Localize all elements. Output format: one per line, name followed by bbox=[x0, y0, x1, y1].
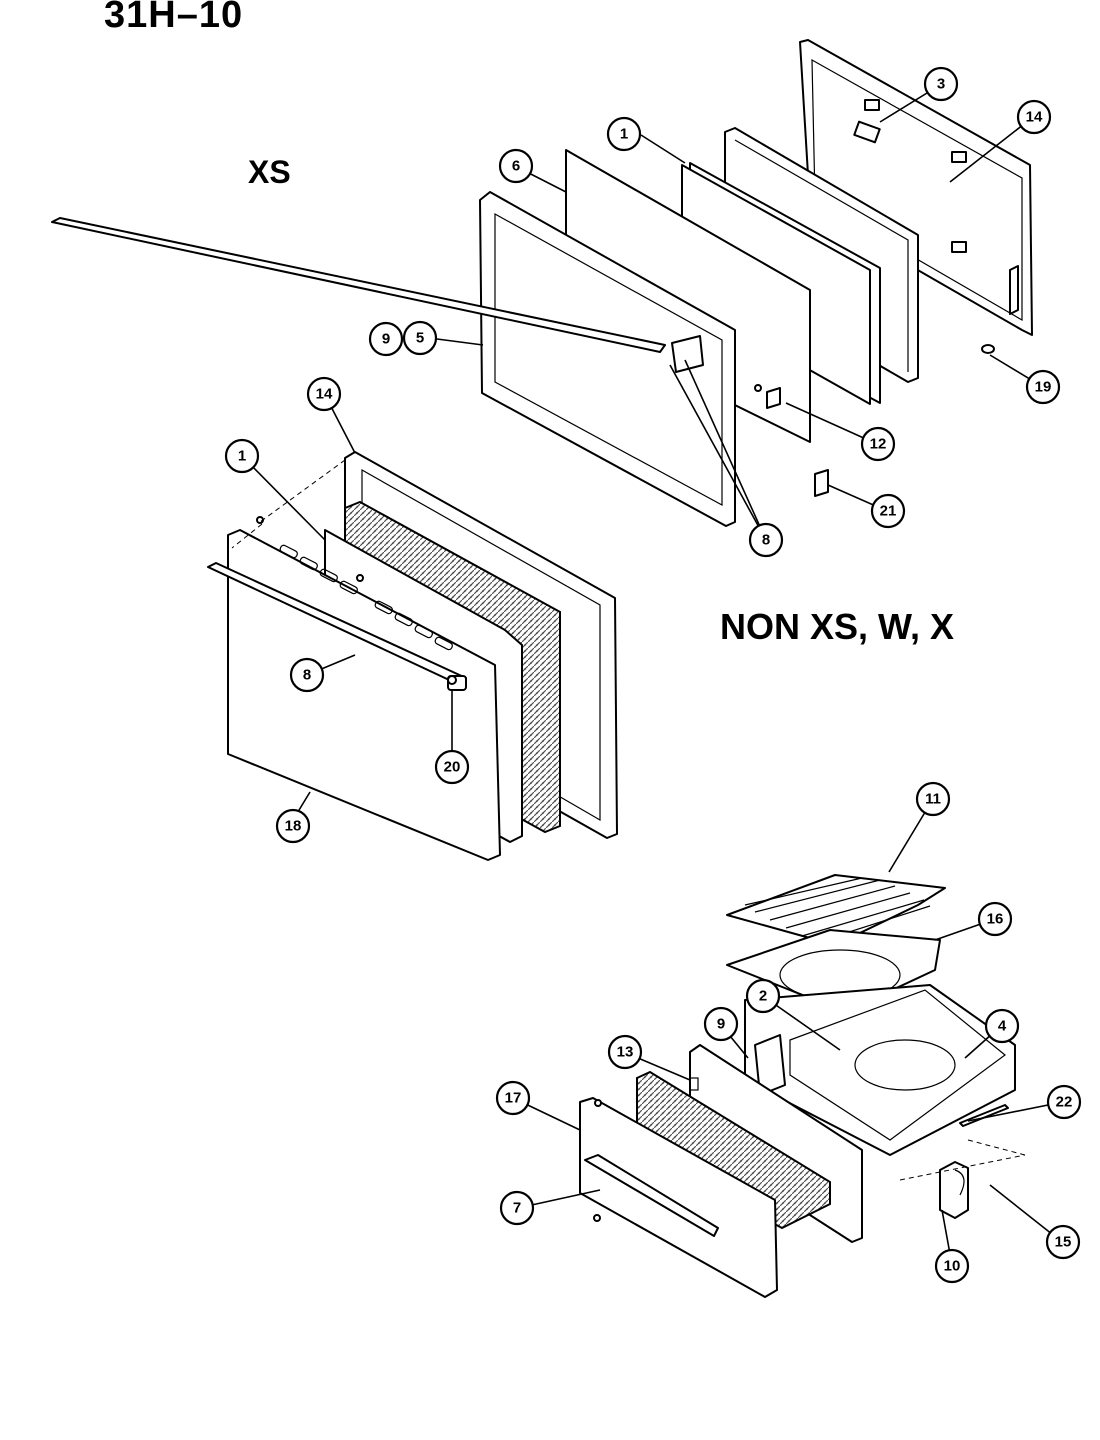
callout-17: 17 bbox=[495, 1080, 531, 1116]
callout-11: 11 bbox=[915, 781, 951, 817]
callout-5: 5 bbox=[402, 320, 438, 356]
svg-text:16: 16 bbox=[987, 911, 1004, 928]
nonxs-door-assembly bbox=[207, 451, 618, 861]
svg-text:9: 9 bbox=[382, 331, 390, 348]
callout-22: 22 bbox=[1046, 1084, 1082, 1120]
callout-18: 18 bbox=[275, 808, 311, 844]
drawer-assembly bbox=[579, 874, 1026, 1298]
svg-text:1: 1 bbox=[620, 126, 628, 143]
callout-1-xs-glass: 1 bbox=[606, 116, 642, 152]
callout-4: 4 bbox=[984, 1008, 1020, 1044]
callout-3: 3 bbox=[923, 66, 959, 102]
callout-19: 19 bbox=[1025, 369, 1061, 405]
xs-door-assembly bbox=[51, 39, 1033, 527]
svg-text:6: 6 bbox=[512, 158, 520, 175]
svg-text:20: 20 bbox=[444, 759, 461, 776]
drawer-side-bracket bbox=[939, 1161, 969, 1219]
callout-8-nonxs: 8 bbox=[289, 657, 325, 693]
svg-text:14: 14 bbox=[316, 386, 333, 403]
callout-16: 16 bbox=[977, 901, 1013, 937]
svg-text:22: 22 bbox=[1056, 1094, 1073, 1111]
callout-9-xs: 9 bbox=[368, 321, 404, 357]
drawer-handle bbox=[584, 1154, 719, 1237]
callout-21: 21 bbox=[870, 493, 906, 529]
callout-10: 10 bbox=[934, 1248, 970, 1284]
section-label-xs: XS bbox=[248, 154, 291, 190]
door-outer-panel bbox=[227, 529, 501, 861]
svg-text:10: 10 bbox=[944, 1258, 961, 1275]
callout-14-xs: 14 bbox=[1016, 99, 1052, 135]
callout-20: 20 bbox=[434, 749, 470, 785]
door-handle-rod bbox=[51, 217, 666, 353]
svg-text:3: 3 bbox=[937, 76, 945, 93]
callout-1-nonxs: 1 bbox=[224, 438, 260, 474]
callout-14-nonxs: 14 bbox=[306, 376, 342, 412]
section-label-non-xs: NON XS, W, X bbox=[720, 606, 955, 647]
svg-text:14: 14 bbox=[1026, 109, 1043, 126]
svg-text:18: 18 bbox=[285, 818, 302, 835]
callout-6: 6 bbox=[498, 148, 534, 184]
svg-text:5: 5 bbox=[416, 330, 424, 347]
svg-text:1: 1 bbox=[238, 448, 246, 465]
svg-text:12: 12 bbox=[870, 436, 887, 453]
callout-15: 15 bbox=[1045, 1224, 1081, 1260]
svg-text:9: 9 bbox=[717, 1016, 725, 1033]
callout-9-nonxs: 9 bbox=[703, 1006, 739, 1042]
svg-text:8: 8 bbox=[303, 667, 311, 684]
svg-text:8: 8 bbox=[762, 532, 770, 549]
callout-13: 13 bbox=[607, 1034, 643, 1070]
callout-7: 7 bbox=[499, 1190, 535, 1226]
svg-text:11: 11 bbox=[925, 791, 941, 808]
callout-2: 2 bbox=[745, 978, 781, 1014]
diagram-code: 31H–10 bbox=[104, 0, 244, 36]
svg-text:19: 19 bbox=[1035, 379, 1052, 396]
svg-text:21: 21 bbox=[880, 503, 897, 520]
callout-12: 12 bbox=[860, 426, 896, 462]
svg-text:15: 15 bbox=[1055, 1234, 1072, 1251]
svg-text:4: 4 bbox=[998, 1018, 1007, 1035]
svg-text:13: 13 bbox=[617, 1044, 634, 1061]
svg-text:17: 17 bbox=[505, 1090, 522, 1107]
drawer-outer-front bbox=[579, 1097, 778, 1298]
svg-text:7: 7 bbox=[513, 1200, 521, 1217]
callout-8-xs: 8 bbox=[748, 522, 784, 558]
svg-text:2: 2 bbox=[759, 988, 767, 1005]
